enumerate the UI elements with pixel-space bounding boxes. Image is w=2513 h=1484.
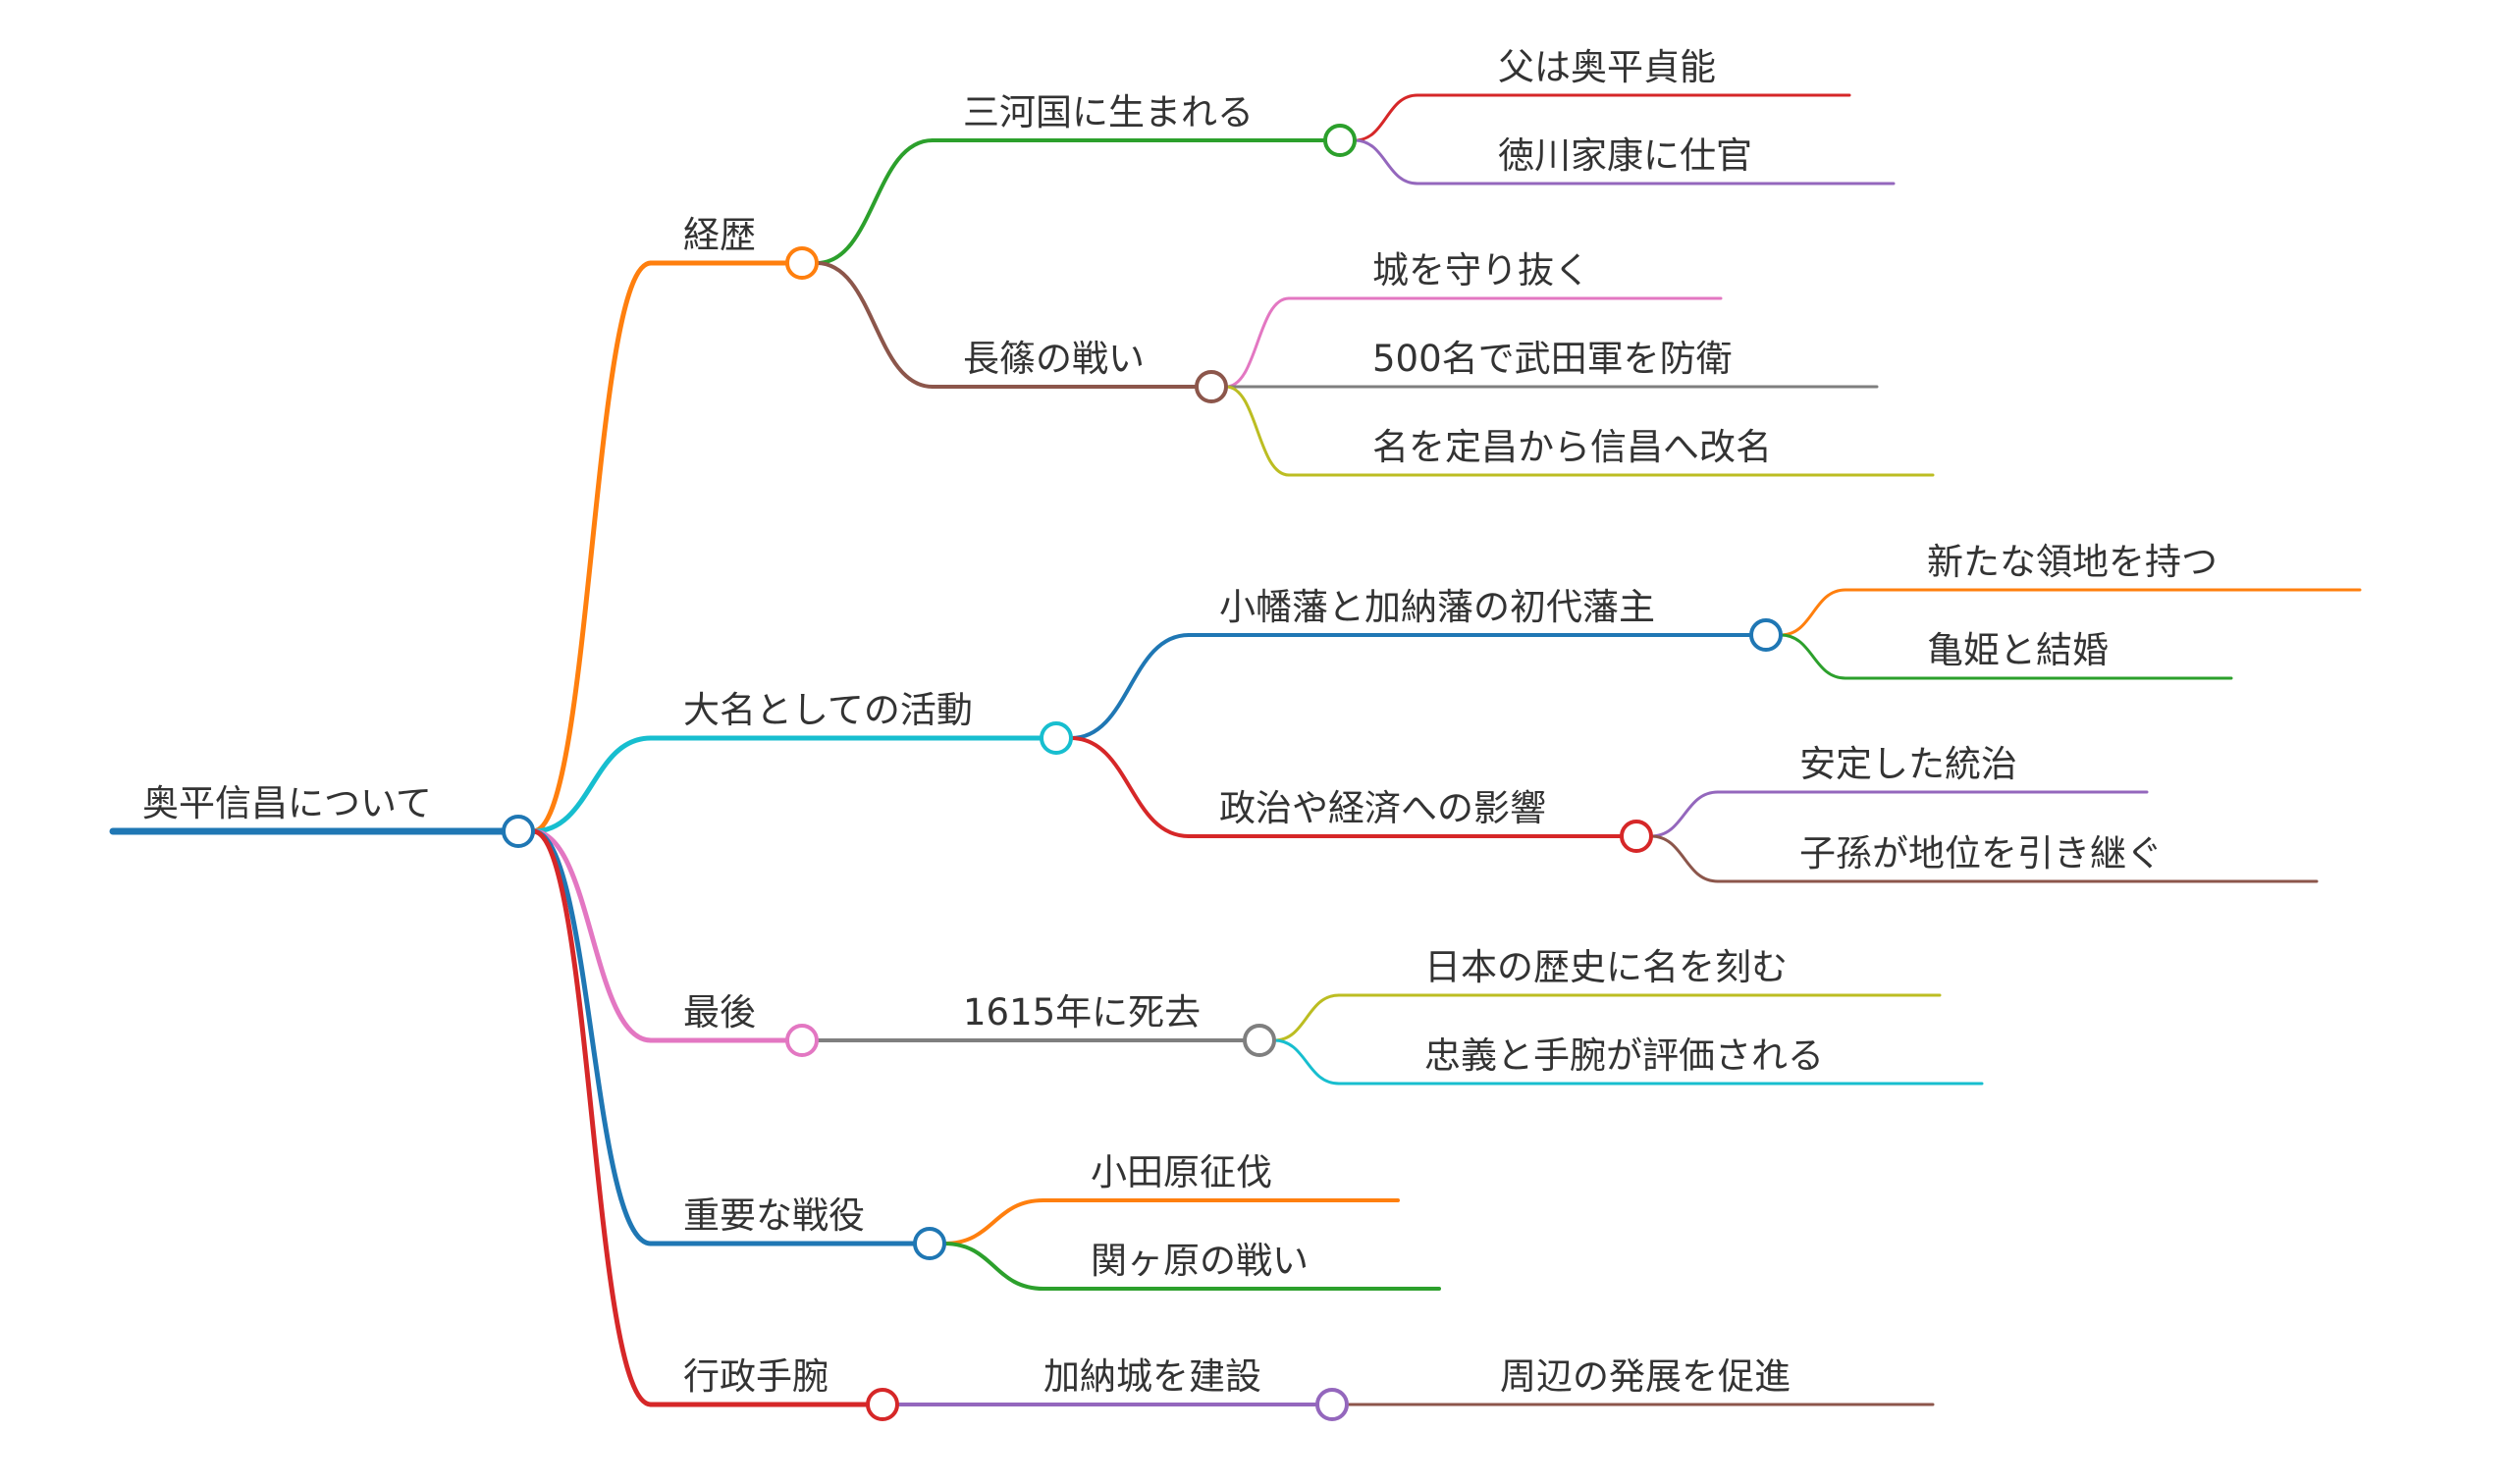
- node-label-r-3[interactable]: 重要な戦役: [683, 1194, 865, 1237]
- collapse-toggle-r-1-0[interactable]: [1749, 618, 1783, 652]
- collapse-toggle-r-3[interactable]: [913, 1227, 946, 1260]
- node-label-r-3-1[interactable]: 関ヶ原の戦い: [1091, 1240, 1309, 1282]
- node-label-r-3-0[interactable]: 小田原征伐: [1091, 1151, 1272, 1193]
- node-label-r-0-1-0[interactable]: 城を守り抜く: [1372, 249, 1590, 292]
- node-label-r-0[interactable]: 経歴: [683, 214, 756, 256]
- node-label-r-4-0[interactable]: 加納城を建設: [1043, 1355, 1261, 1398]
- connector-r-0-0: [816, 138, 934, 265]
- node-label-r-1-1-1[interactable]: 子孫が地位を引き継ぐ: [1799, 832, 2163, 874]
- node-label-r-0-0-1[interactable]: 徳川家康に仕官: [1498, 134, 1752, 177]
- connector-r-1-0: [1070, 633, 1190, 740]
- connector-r-4: [532, 828, 652, 1407]
- connector-r-0-1: [816, 261, 934, 389]
- connector-r-1-0-1: [1780, 633, 1846, 680]
- connector-r-3: [532, 828, 652, 1246]
- collapse-toggle-r-0-0[interactable]: [1323, 124, 1357, 157]
- connector-r-2-0-0: [1273, 993, 1340, 1042]
- collapse-toggle-r-1-1[interactable]: [1620, 820, 1653, 853]
- connector-r-0-0-0: [1354, 93, 1418, 142]
- node-label-r-1-1[interactable]: 政治や経済への影響: [1219, 787, 1546, 829]
- collapse-toggle-r-0[interactable]: [785, 246, 819, 280]
- connector-r-0-1-0: [1225, 296, 1290, 389]
- node-label-r-1[interactable]: 大名としての活動: [683, 689, 973, 731]
- connector-r-3-1: [943, 1242, 1044, 1291]
- connector-r-2: [532, 828, 652, 1043]
- connector-r-3-0: [943, 1198, 1044, 1246]
- node-label-r-4-0-0[interactable]: 周辺の発展を促進: [1500, 1355, 1791, 1398]
- node-label-r-2-0-0[interactable]: 日本の歴史に名を刻む: [1424, 946, 1788, 988]
- node-label-r-4[interactable]: 行政手腕: [683, 1355, 829, 1398]
- node-label-r-2-0[interactable]: 1615年に死去: [963, 991, 1201, 1034]
- connector-r-1-1-0: [1650, 790, 1719, 838]
- node-label-r-2[interactable]: 最後: [683, 991, 756, 1034]
- connector-r-0-1-2: [1225, 385, 1290, 477]
- node-label-r-1-0[interactable]: 小幡藩と加納藩の初代藩主: [1219, 586, 1655, 628]
- collapse-toggle-r-4[interactable]: [866, 1388, 899, 1421]
- connector-r-1-0-0: [1780, 588, 1846, 637]
- node-label-r-1-1-0[interactable]: 安定した統治: [1799, 743, 2017, 785]
- node-label-r-0-1-1[interactable]: 500名で武田軍を防衛: [1372, 338, 1733, 380]
- collapse-toggle-r[interactable]: [502, 815, 535, 848]
- connector-r-1-1-1: [1650, 834, 1719, 883]
- node-label-r-0-0[interactable]: 三河国に生まれる: [963, 91, 1254, 133]
- connector-r-2-0-1: [1273, 1038, 1340, 1086]
- collapse-toggle-r-2[interactable]: [785, 1024, 819, 1057]
- node-label-r-0-1-2[interactable]: 名を定昌から信昌へ改名: [1372, 426, 1772, 468]
- collapse-toggle-r-2-0[interactable]: [1243, 1024, 1276, 1057]
- node-label-r-0-0-0[interactable]: 父は奥平貞能: [1498, 46, 1716, 88]
- connector-r-1: [532, 735, 652, 834]
- connector-r-1-1: [1070, 736, 1190, 838]
- node-label-r-2-0-1[interactable]: 忠義と手腕が評価される: [1424, 1034, 1824, 1077]
- node-label-r-1-0-0[interactable]: 新たな領地を持つ: [1927, 541, 2218, 583]
- root-node-label[interactable]: 奥平信昌について: [142, 782, 432, 824]
- node-label-r-0-1[interactable]: 長篠の戦い: [963, 338, 1145, 380]
- connector-r-0-0-1: [1354, 138, 1418, 186]
- collapse-toggle-r-1[interactable]: [1040, 721, 1073, 755]
- mindmap-edges: [109, 93, 2362, 1407]
- collapse-toggle-r-0-1[interactable]: [1195, 370, 1228, 403]
- collapse-toggle-r-4-0[interactable]: [1315, 1388, 1349, 1421]
- node-label-r-1-0-1[interactable]: 亀姫と結婚: [1927, 629, 2109, 671]
- connector-r-0: [532, 260, 652, 834]
